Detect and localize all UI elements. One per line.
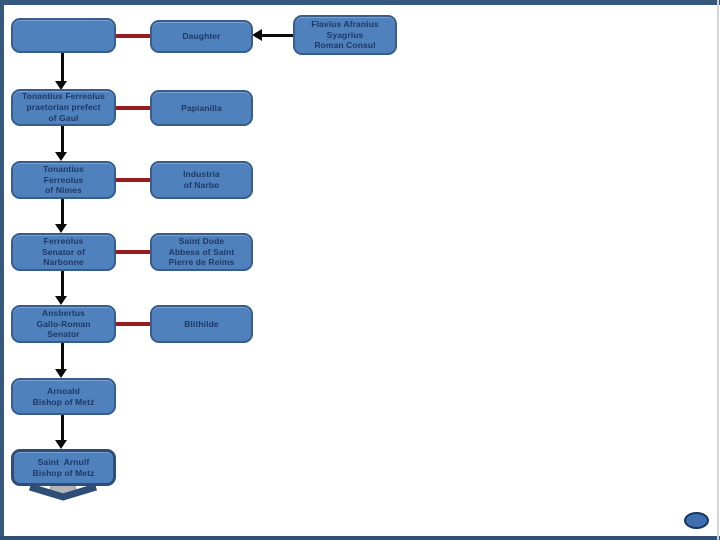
node-label: Blithilde [184,318,219,329]
down-arrow-shape [28,482,98,501]
descent-line-6 [61,415,64,441]
node-ansbertus: Ansbertus Gallo-Roman Senator [11,305,116,343]
node-label: Saint Arnulf Bishop of Metz [32,456,95,478]
marriage-line-row4 [116,250,150,254]
descent-line-3 [61,199,64,225]
node-blithilde: Blithilde [150,305,253,343]
node-label: Flavius Afranius Syagrius Roman Consul [311,18,379,51]
frame-border-left [0,0,4,540]
descent-line-2 [61,126,64,153]
node-unnamed-person [11,18,116,53]
node-label: Industria of Narbo [183,169,220,190]
marriage-line-row5 [116,322,150,326]
descent-line-5 [61,343,64,370]
descent-line-1 [61,53,64,82]
frame-border-top [0,0,720,5]
node-saint-dode: Saint Dode Abbess of Saint Pierre de Rei… [150,233,253,271]
node-arnoald: Arnoald Bishop of Metz [11,378,116,415]
frame-border-bottom [0,536,720,540]
node-label: Saint Dode Abbess of Saint Pierre de Rei… [168,235,235,268]
node-flavius-afranius-syagrius: Flavius Afranius Syagrius Roman Consul [293,15,397,55]
ancestor-arrow-line [261,34,293,37]
frame-border-right [717,0,719,540]
node-label: Tonantius Ferreolus of Nimes [43,163,84,196]
descent-arrowhead-icon-3 [55,224,67,233]
node-label: Tonantius Ferreolus praetorian prefect o… [22,91,105,123]
marriage-line-row1 [116,34,150,38]
node-industria: Industria of Narbo [150,161,253,199]
corner-ellipse-decoration [684,512,709,529]
node-label: Ansbertus Gallo-Roman Senator [36,307,91,340]
marriage-line-row2 [116,106,150,110]
ancestor-arrowhead-icon [252,29,262,41]
descent-arrowhead-icon-4 [55,296,67,305]
descent-arrowhead-icon-5 [55,369,67,378]
node-label: Ferreolus Senator of Narbonne [41,235,86,268]
descent-arrowhead-icon-1 [55,81,67,90]
node-label: Daughter [182,31,221,42]
marriage-line-row3 [116,178,150,182]
descent-arrowhead-icon-6 [55,440,67,449]
node-label: Arnoald Bishop of Metz [32,385,95,407]
descent-line-4 [61,271,64,297]
node-daughter: Daughter [150,20,253,53]
node-saint-arnulf: Saint Arnulf Bishop of Metz [11,449,116,486]
node-papianilla: Papianilla [150,90,253,126]
node-label: Papianilla [181,102,222,113]
descent-arrowhead-icon-2 [55,152,67,161]
node-tonantius-ferreolus-prefect: Tonantius Ferreolus praetorian prefect o… [11,89,116,126]
node-ferreolus-senator: Ferreolus Senator of Narbonne [11,233,116,271]
node-tonantius-ferreolus-nimes: Tonantius Ferreolus of Nimes [11,161,116,199]
